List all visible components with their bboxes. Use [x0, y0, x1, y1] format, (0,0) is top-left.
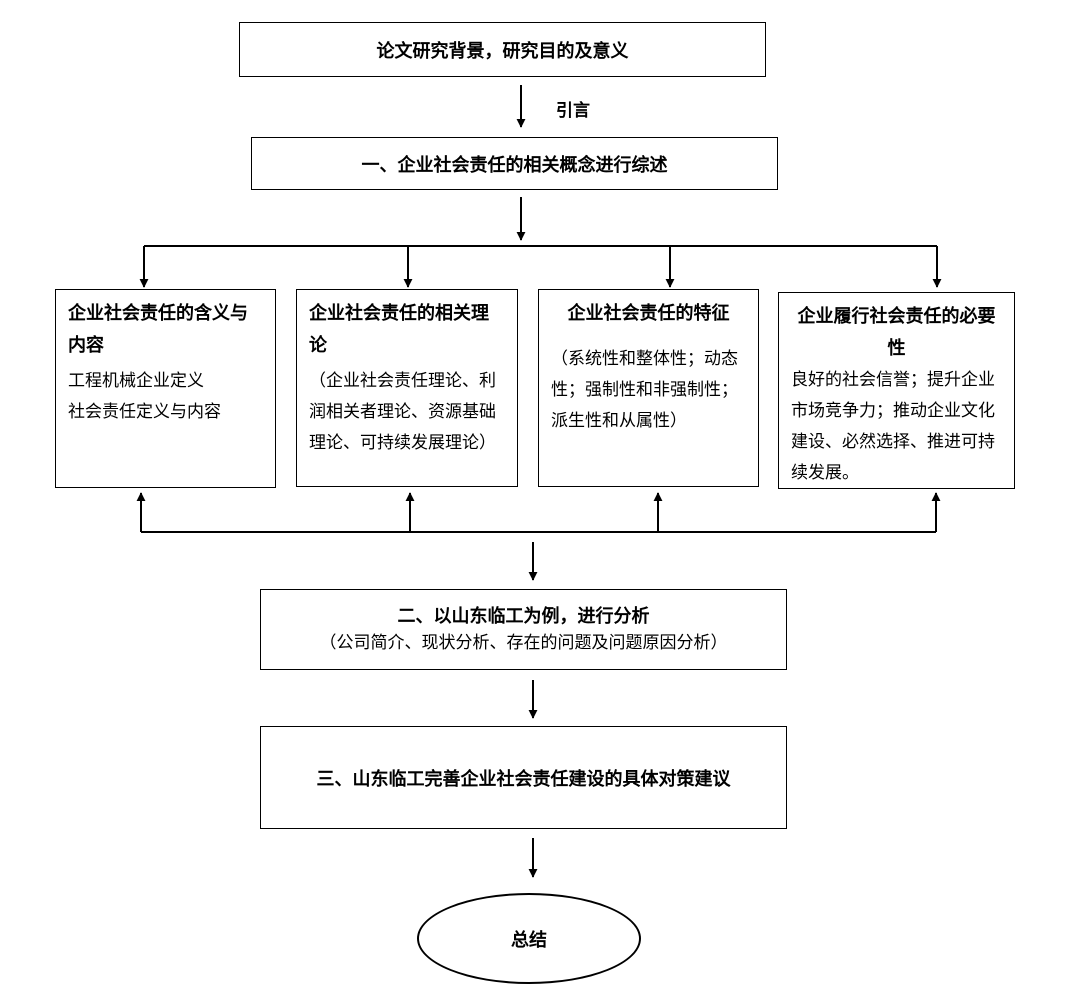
section2-title: 二、以山东临工为例，进行分析 [397, 605, 650, 627]
section3-box-text: 三、山东临工完善企业社会责任建设的具体对策建议 [316, 768, 731, 790]
section1-box-text: 一、企业社会责任的相关概念进行综述 [361, 154, 668, 176]
card-necessity-body: 良好的社会信誉；提升企业市场竞争力；推动企业文化建设、必然选择、推进可持续发展。 [791, 370, 995, 483]
card-theory-title: 企业社会责任的相关理论 [309, 303, 489, 356]
section1-box: 一、企业社会责任的相关概念进行综述 [251, 137, 778, 190]
card-meaning-body: 工程机械企业定义 社会责任定义与内容 [68, 371, 221, 422]
intro-box-text: 论文研究背景，研究目的及意义 [376, 40, 629, 62]
card-necessity-title: 企业履行社会责任的必要性 [797, 306, 996, 359]
intro-arrow-label: 引言 [556, 101, 590, 121]
card-features-body: （系统性和整体性；动态性；强制性和非强制性；派生性和从属性） [551, 349, 738, 431]
card-theory-body: （企业社会责任理论、利润相关者理论、资源基础理论、可持续发展理论） [309, 371, 496, 453]
intro-box: 论文研究背景，研究目的及意义 [239, 22, 766, 77]
card-features-title: 企业社会责任的特征 [567, 303, 730, 324]
conclusion-oval: 总结 [417, 893, 641, 984]
section3-box: 三、山东临工完善企业社会责任建设的具体对策建议 [260, 726, 787, 829]
conclusion-text: 总结 [511, 929, 547, 951]
card-features: 企业社会责任的特征 （系统性和整体性；动态性；强制性和非强制性；派生性和从属性） [538, 289, 759, 487]
section2-box: 二、以山东临工为例，进行分析 （公司简介、现状分析、存在的问题及问题原因分析） [260, 589, 787, 670]
card-meaning: 企业社会责任的含义与内容 工程机械企业定义 社会责任定义与内容 [55, 289, 276, 488]
section2-subtitle: （公司简介、现状分析、存在的问题及问题原因分析） [319, 632, 728, 653]
card-theory: 企业社会责任的相关理论 （企业社会责任理论、利润相关者理论、资源基础理论、可持续… [296, 289, 518, 487]
card-necessity: 企业履行社会责任的必要性 良好的社会信誉；提升企业市场竞争力；推动企业文化建设、… [778, 292, 1015, 489]
card-meaning-title: 企业社会责任的含义与内容 [68, 303, 248, 356]
